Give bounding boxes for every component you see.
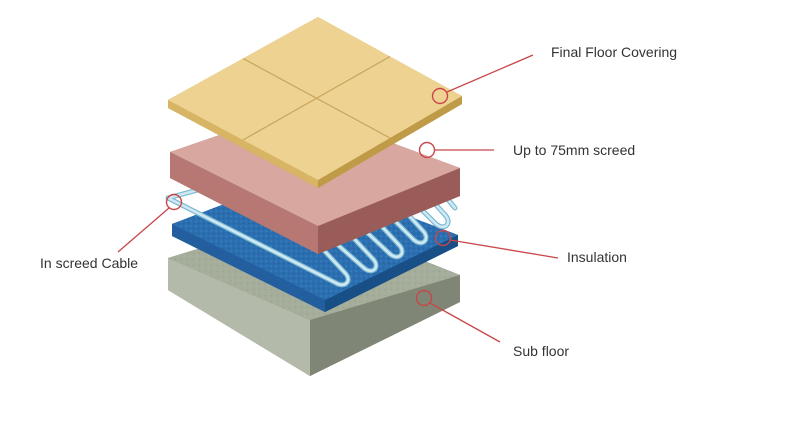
callout-insulation <box>434 229 559 259</box>
cable-marker <box>165 193 183 211</box>
callout-final-floor <box>431 54 534 105</box>
callout-cable <box>117 193 183 253</box>
subfloor-marker <box>415 289 433 307</box>
floor-tiles-layer <box>168 17 462 188</box>
label-in-screed-cable: In screed Cable <box>40 255 138 271</box>
label-final-floor-covering: Final Floor Covering <box>551 44 677 60</box>
label-screed: Up to 75mm screed <box>513 142 635 158</box>
label-insulation: Insulation <box>567 249 627 265</box>
insulation-marker <box>434 229 452 247</box>
screed-marker <box>418 141 436 159</box>
callout-screed <box>418 141 494 159</box>
callout-subfloor <box>415 289 501 343</box>
label-sub-floor: Sub floor <box>513 343 569 359</box>
final-floor-marker <box>431 87 449 105</box>
